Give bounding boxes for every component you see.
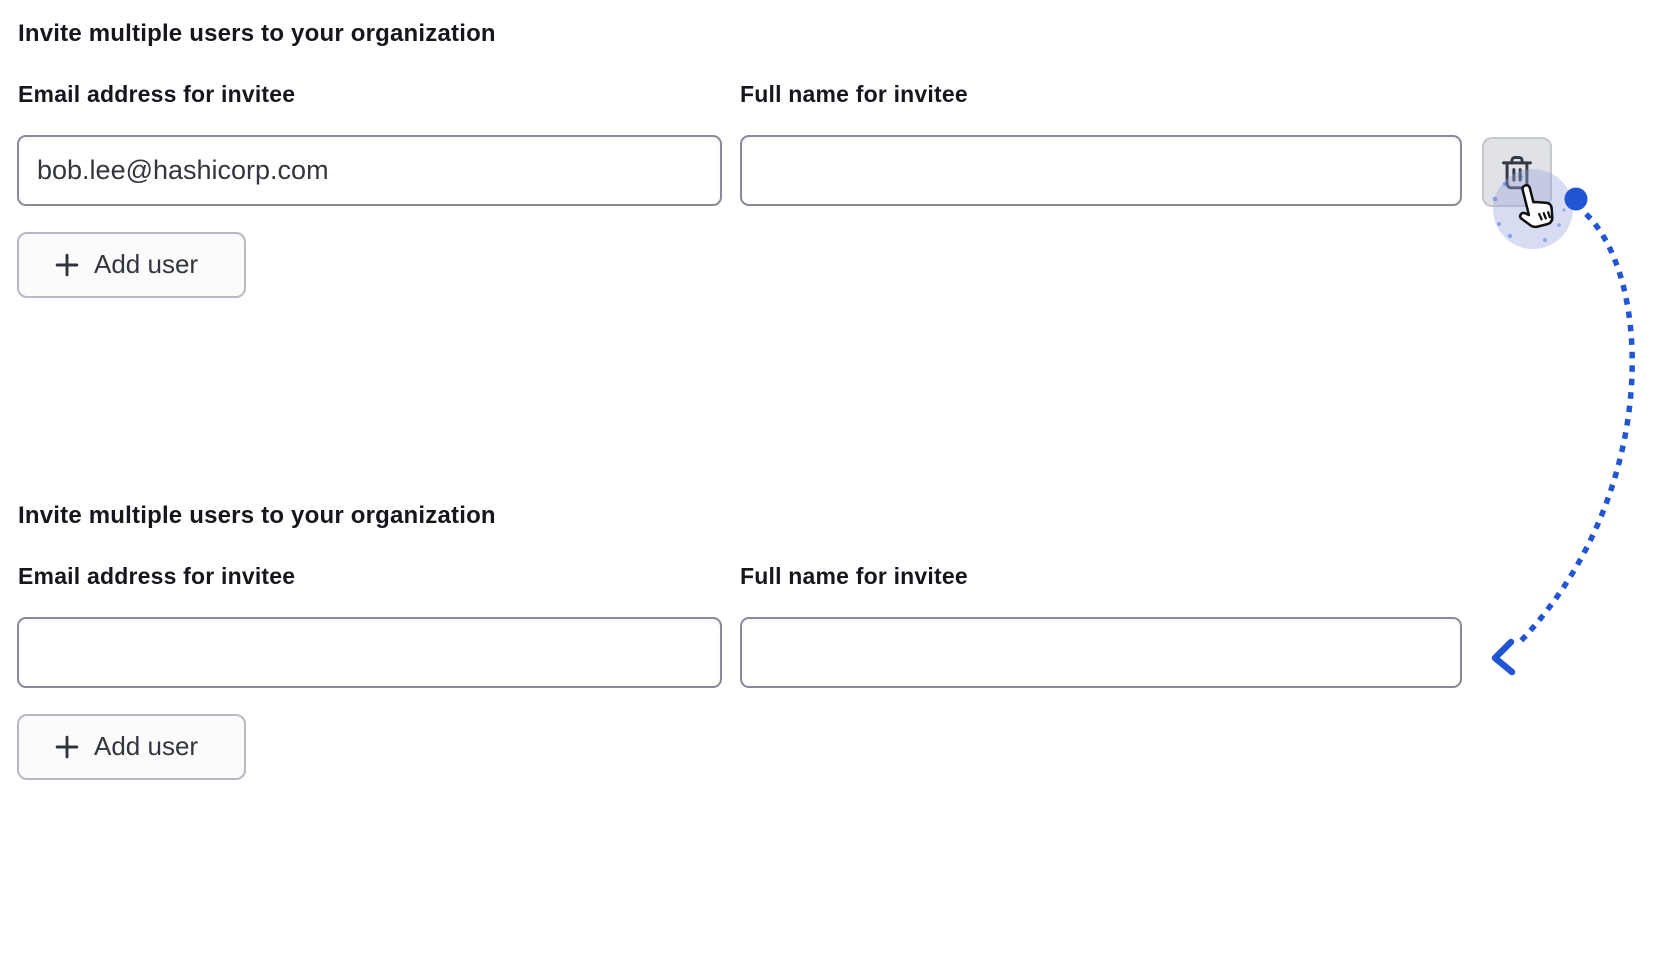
page: Invite multiple users to your organizati… [0, 0, 1672, 780]
email-label: Email address for invitee [18, 81, 296, 107]
add-user-button[interactable]: Add user [17, 232, 246, 298]
plus-icon [55, 735, 79, 759]
plus-icon [55, 253, 79, 277]
form-heading: Invite multiple users to your organizati… [18, 20, 496, 47]
full-name-label: Full name for invitee [740, 81, 968, 107]
full-name-input[interactable] [740, 617, 1462, 688]
add-user-label: Add user [94, 730, 199, 761]
full-name-label: Full name for invitee [740, 563, 968, 589]
full-name-input[interactable] [740, 135, 1462, 206]
add-user-label: Add user [94, 248, 199, 279]
form-heading: Invite multiple users to your organizati… [18, 502, 496, 529]
trash-icon [1502, 155, 1532, 189]
invite-form-after: Invite multiple users to your organizati… [0, 482, 1672, 962]
delete-user-button[interactable] [1482, 137, 1552, 207]
email-label: Email address for invitee [18, 563, 296, 589]
add-user-button[interactable]: Add user [17, 714, 246, 780]
email-input[interactable] [17, 135, 722, 206]
invite-form-before: Invite multiple users to your organizati… [0, 0, 1672, 480]
email-input[interactable] [17, 617, 722, 688]
